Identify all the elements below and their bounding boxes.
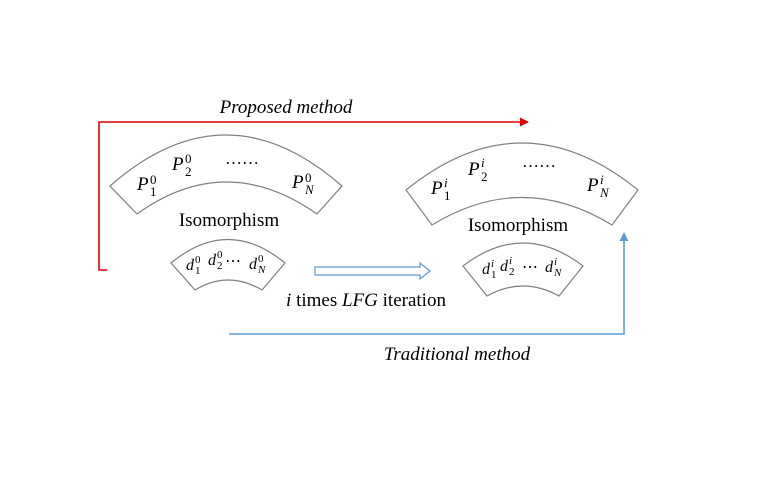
- svg-text:0: 0: [217, 249, 223, 261]
- svg-text:1: 1: [444, 188, 451, 203]
- right-large-band: [405, 142, 639, 226]
- traditional-method-label: Traditional method: [384, 344, 531, 365]
- svg-text:0: 0: [258, 253, 264, 265]
- svg-text:N: N: [257, 264, 266, 276]
- proposed-method-label: Proposed method: [219, 97, 353, 118]
- svg-text:P: P: [136, 174, 149, 195]
- right-p1-term: P i 1: [430, 175, 451, 203]
- left-p1-term: P 0 1: [136, 172, 157, 199]
- svg-text:i: i: [444, 175, 448, 190]
- svg-text:P: P: [586, 175, 599, 196]
- svg-text:1: 1: [150, 184, 157, 199]
- svg-text:N: N: [599, 185, 610, 200]
- right-small-band: [462, 242, 584, 297]
- left-p2-term: P 0 2: [171, 151, 192, 179]
- svg-text:0: 0: [195, 254, 201, 266]
- left-d2-term: d 0 2: [208, 249, 223, 272]
- svg-text:P: P: [291, 172, 304, 193]
- svg-text:1: 1: [491, 269, 497, 281]
- svg-text:i: i: [554, 256, 557, 268]
- right-d1-term: d i 1: [482, 258, 497, 281]
- svg-text:2: 2: [217, 260, 223, 272]
- right-isomorphism-label: Isomorphism: [468, 215, 569, 236]
- svg-text:i: i: [481, 155, 485, 170]
- svg-text:d: d: [249, 256, 258, 273]
- svg-text:2: 2: [509, 266, 515, 278]
- svg-text:2: 2: [185, 164, 192, 179]
- proposed-method-arrow: [98, 117, 529, 271]
- svg-text:d: d: [500, 258, 509, 275]
- svg-text:P: P: [430, 178, 443, 199]
- iteration-hollow-arrow: [314, 261, 431, 281]
- svg-text:N: N: [553, 267, 562, 279]
- left-dn-term: d 0 N: [249, 253, 266, 276]
- svg-text:d: d: [186, 257, 195, 274]
- left-top-ellipsis: ……: [225, 149, 259, 168]
- svg-text:i: i: [600, 172, 604, 187]
- left-pn-term: P 0 N: [291, 170, 315, 197]
- left-small-ellipsis: ⋯: [225, 253, 241, 270]
- left-d1-term: d 0 1: [186, 254, 201, 277]
- svg-text:2: 2: [481, 169, 488, 184]
- traditional-method-arrow: [229, 232, 629, 335]
- left-small-band: [170, 238, 286, 291]
- svg-text:i: i: [509, 255, 512, 267]
- svg-text:0: 0: [150, 172, 157, 187]
- left-large-band: [109, 134, 343, 215]
- right-p2-term: P i 2: [467, 155, 488, 184]
- svg-text:P: P: [467, 159, 480, 180]
- svg-text:0: 0: [305, 170, 312, 185]
- left-isomorphism-label: Isomorphism: [179, 210, 280, 231]
- svg-text:P: P: [171, 154, 184, 175]
- right-top-ellipsis: ……: [522, 152, 556, 171]
- right-dn-term: d i N: [545, 256, 562, 279]
- svg-text:i: i: [491, 258, 494, 270]
- svg-text:d: d: [482, 261, 491, 278]
- svg-text:d: d: [208, 252, 217, 269]
- svg-text:N: N: [304, 182, 315, 197]
- iteration-label: i times LFG iteration: [286, 290, 446, 311]
- right-pn-term: P i N: [586, 172, 610, 200]
- svg-text:0: 0: [185, 151, 192, 166]
- svg-text:1: 1: [195, 265, 201, 277]
- svg-text:d: d: [545, 259, 554, 276]
- right-small-ellipsis: ⋯: [522, 259, 538, 276]
- right-d2-term: d i 2: [500, 255, 515, 278]
